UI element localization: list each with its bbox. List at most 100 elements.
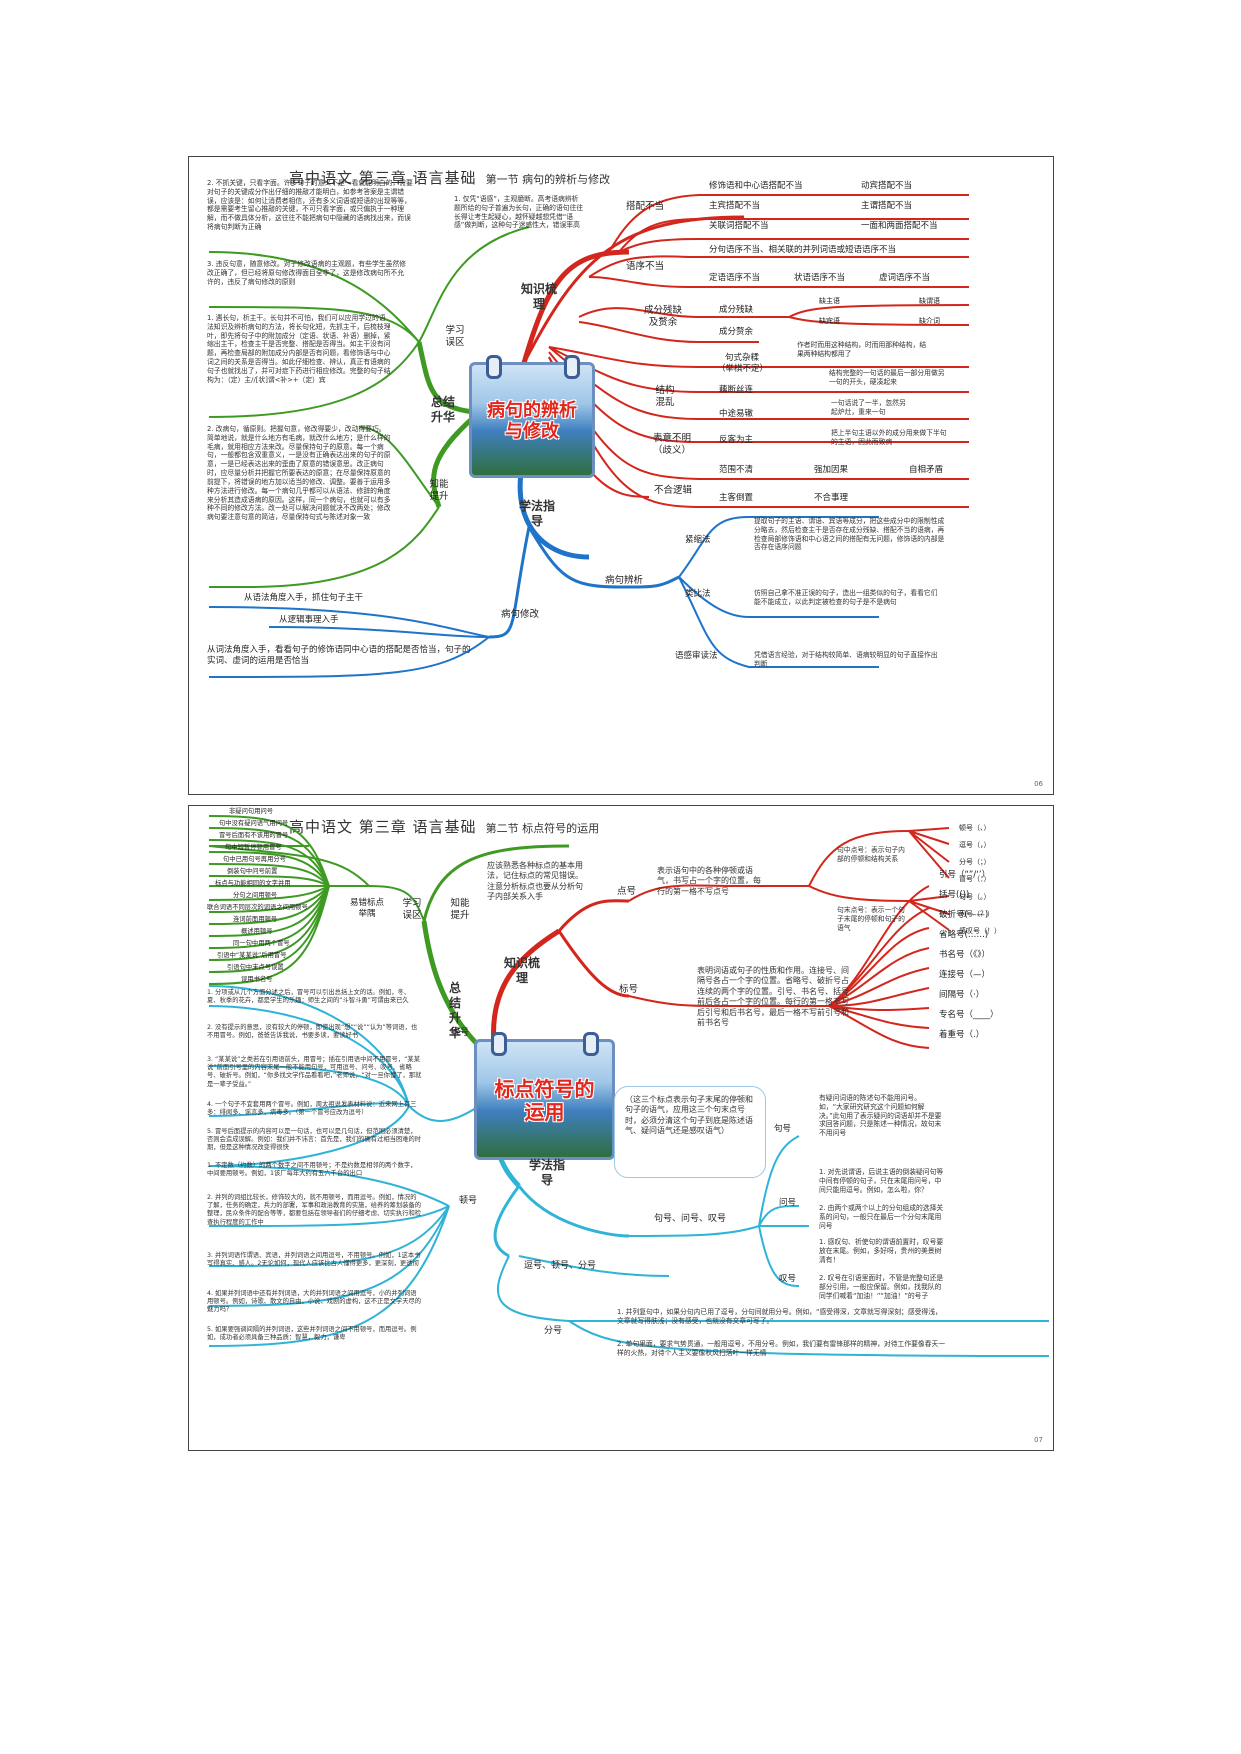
- sum-dunhao-note-5: 5. 如果要强调间隔的并列词语，这些并列词语之间不用顿号，而用逗号。例如，成功者…: [207, 1326, 417, 1342]
- method-tanhao-desc-1: 1. 感叹句、祈使句的谓语前置时，叹号要放在末尾。例如，多好呀，贵州的美景树清有…: [819, 1238, 944, 1264]
- method-fenhao: 分号: [544, 1326, 563, 1336]
- kw-dapei-item-1: 修饰语和中心语搭配不当: [709, 181, 803, 191]
- sum-maohao-note-3: 3. “某某说”之类若在引用语前头，用冒号；插在引用语中间不用冒号，“某某说”前…: [207, 1056, 422, 1088]
- sum-list-item-15: 误用书名号: [241, 976, 273, 983]
- center-title: 标点符号的运用: [494, 1077, 595, 1124]
- kw-buhe-item-2: 强加因果: [814, 465, 849, 475]
- kw-fanke-desc: 把上半句主语以外的成分用来做下半句的主语，因此而致病: [831, 429, 947, 446]
- kw-dapei-item-4: 主谓搭配不当: [861, 201, 913, 211]
- sum-maohao-note-4: 4. 一个句子不宜套用两个冒号。例如，周太祖说发表材料说：近来网上有三多：绯闻多…: [207, 1101, 417, 1117]
- kw-dapei-item-2: 动宾搭配不当: [861, 181, 913, 191]
- kw-biao-item-3: 破折号(——): [939, 910, 989, 920]
- kw-buhe-item-4: 主客倒置: [719, 493, 754, 503]
- sum-zhineng-tisheng: 知能提升: [450, 898, 470, 921]
- kw-zhongtu-desc: 一句话说了一半，忽然另起炉灶，重来一句: [831, 399, 906, 416]
- method-fenhao-desc-2: 2. 单句里面，要求气势贯通，一般用逗号，不用分号。例如，我们要有雷锋那样的精神…: [617, 1340, 946, 1357]
- kw-dianhao-desc: 表示语句中的各种停顿或语气，书写占一个字的位置，每行的第一格不写点号: [657, 866, 761, 896]
- center-title-card: 标点符号的运用: [474, 1032, 615, 1160]
- kw-yuxu: 语序不当: [626, 261, 665, 272]
- method-juwenji: 句号、问号、叹号: [654, 1214, 727, 1224]
- kw-jumo: 句末点号：表示一个句子末尾的停顿和句子的语气: [837, 906, 905, 932]
- method-fenhao-desc-1: 1. 并列复句中，如果分句内已用了逗号，分句间就用分号。例如，“感受得深，文章就…: [617, 1308, 942, 1325]
- kw-biao-item-9: 着重号（.）: [939, 1030, 985, 1040]
- center-title: 病句的辨析与修改: [487, 400, 577, 442]
- header-main: 高中语文 第三章 语言基础: [289, 818, 477, 836]
- sum-dunhao-note-1: 1. 不定数（约数）的两个数字之间不用顿号；不是约数是相邻的两个数字，中间要用顿…: [207, 1162, 417, 1178]
- sum-maohao: 冒号: [451, 1028, 470, 1038]
- kw-biao-item-8: 专名号（____）: [939, 1010, 999, 1020]
- method-yugan: 语感审读法: [675, 651, 718, 661]
- kw-dian-item-6: 问号（？）: [959, 910, 994, 918]
- method-box-text: （这三个标点表示句子末尾的停顿和句子的语气，应用这三个句末点号时，必须分清这个句…: [625, 1095, 753, 1136]
- sum-list-item-3: 冒号后面有不该用的冒号: [219, 832, 289, 839]
- kw-canque-item-1: 缺主语: [819, 297, 840, 305]
- method-tanhao-desc-2: 2. 叹号在引语里面时，不管是完整句还是部分引用，一般应保留。例如，找我队的同学…: [819, 1274, 944, 1300]
- kw-yuxu-item-1: 分句语序不当、相关联的并列词语或短语语序不当: [709, 245, 897, 255]
- sum-list-item-12: 同一句中用两个冒号: [233, 940, 290, 947]
- sum-list-item-13: 引语中“某某说”后用冒号: [217, 952, 287, 959]
- kw-dian-item-7: 感叹号（！）: [959, 927, 1001, 935]
- sum-yicuo: 易错标点举隅: [349, 898, 384, 919]
- node-method: 学法指导: [529, 1158, 566, 1187]
- method-yugan-desc: 凭借语言经验，对于结构较简单、语病较明显的句子直接作出判断: [754, 651, 938, 668]
- sum-xuexi-wuqu: 学习误区: [445, 325, 465, 348]
- sum-list-item-6: 倒装句中问号前置: [227, 868, 278, 875]
- sum-maohao-note-2: 2. 没有提示的意思，没有较大的停顿，即使出现“想”“说”“认为”等词语，也不用…: [207, 1024, 418, 1040]
- method-leibi-desc: 仿照自己拿不准正误的句子，造出一组类似的句子，看看它们能不能成立，以此判定被检查…: [754, 589, 938, 606]
- sum-list-item-11: 概述用顿号: [241, 928, 273, 935]
- method-xiugai: 病句修改: [501, 609, 540, 620]
- sum-xuexi-wuqu: 学习误区: [402, 898, 422, 921]
- kw-dian-item-5: 句号（。）: [959, 893, 991, 901]
- sum-note-5: 2. 改病句，循原则。把握句意，修改得要少，改动得要巧。简单地说，就是什么地方有…: [207, 425, 391, 522]
- kw-buhe-item-1: 范围不清: [719, 465, 754, 475]
- kw-dian-item-4: 冒号（：）: [959, 875, 991, 883]
- kw-biao-item-7: 间隔号（·）: [939, 990, 985, 1000]
- kw-dian-item-2: 逗号（，）: [959, 841, 991, 849]
- kw-biao-item-5: 书名号（《》）: [939, 950, 991, 960]
- sum-note-1: 1. 仅凭“语感”，主观臆断。高考语病辨析题所给的句子普遍为长句，正确的语句往往…: [454, 195, 584, 230]
- kw-buhe-item-5: 不合事理: [814, 493, 849, 503]
- kw-biao-item-6: 连接号（—）: [939, 970, 991, 980]
- mindmap-branches: [208, 815, 1050, 1357]
- sum-note-2: 2. 不抓关键，只看字面。许多句子的意义不是一看就能明白的，需要对句子的关键成分…: [207, 179, 413, 232]
- kw-buhe-item-3: 自相矛盾: [909, 465, 944, 475]
- sum-list-item-4: 句中短暂停顿用冒号: [225, 844, 282, 851]
- kw-zhongtu: 中途易辙: [719, 409, 754, 419]
- kw-yuxu-item-2: 定语语序不当: [709, 273, 761, 283]
- kw-buheluoji: 不合逻辑: [654, 485, 693, 496]
- kw-yuxu-item-3: 状语语序不当: [794, 273, 846, 283]
- kw-dianhao: 点号: [617, 886, 637, 897]
- page-header: 高中语文 第三章 语言基础 第二节 标点符号的运用: [289, 816, 599, 837]
- kw-jushi: 句式杂糅（举棋不定）: [717, 353, 769, 374]
- kw-zhuyu: 成分赘余: [719, 327, 754, 337]
- method-juhao: 句号: [774, 1124, 792, 1134]
- header-sub: 第一节 病句的辨析与修改: [485, 173, 611, 186]
- method-bianxi: 病句辨析: [605, 575, 644, 586]
- sum-dunhao: 顿号: [459, 1196, 478, 1206]
- kw-biao-item-1: 引号（“”/‘’）: [939, 870, 991, 880]
- method-wenhao-desc-1: 1. 对先说谓语，后说主语的倒装疑问句等中间有停顿的句子，只在末尾用问号，中间只…: [819, 1168, 944, 1194]
- method-wenhao-desc-2: 2. 由两个或两个以上的分句组成的选择关系的问句，一般只在最后一个分句末尾用问号: [819, 1204, 944, 1230]
- header-sub: 第二节 标点符号的运用: [485, 822, 600, 835]
- sum-dunhao-note-4: 4. 如果并列词语中还有并列词语，大的并列词语之间用逗号，小的并列词语用顿号。例…: [207, 1290, 422, 1314]
- method-suosuo: 紧缩法: [685, 535, 711, 545]
- sum-list-item-7: 标点与功能相同的文字并用: [215, 880, 291, 887]
- kw-canque-item-4: 缺介词: [919, 317, 940, 325]
- node-method: 学法指导: [519, 499, 556, 528]
- mindmap-page-grammar-errors: 高中语文 第三章 语言基础 第一节 病句的辨析与修改: [188, 156, 1054, 795]
- method-xiugai-item-3: 从词法角度入手，看看句子的修饰语同中心语的搭配是否恰当，句子的实词、虚词的运用是…: [207, 645, 471, 666]
- sum-list-item-1: 非疑问句用问号: [229, 808, 274, 815]
- sum-list-item-10: 连词前面用顿号: [233, 916, 278, 923]
- sum-note-4: 1. 遇长句，析主干。长句并不可怕，我们可以应用学过的语法知识及辨析病句的方法，…: [207, 314, 391, 384]
- method-wenhao: 问号: [779, 1198, 797, 1208]
- kw-biaoyi: 表意不明（歧义）: [652, 433, 691, 456]
- sum-zhineng-desc: 应该熟悉各种标点的基本用法，记住标点的常见错误。注意分析标点也要从分析句子内部关…: [487, 861, 583, 902]
- method-note-box: （这三个标点表示句子末尾的停顿和句子的语气，应用这三个句末点号时，必须分清这个句…: [614, 1086, 766, 1178]
- node-knowledge: 知识梳理: [520, 282, 557, 311]
- kw-biao-item-2: 括号(()): [939, 890, 970, 900]
- page-number: 07: [1034, 1436, 1043, 1444]
- kw-canque: 成分残缺: [719, 305, 754, 315]
- kw-dian-item-1: 顿号（、）: [959, 824, 991, 832]
- kw-biao-item-4: 省略号(……): [939, 930, 989, 940]
- kw-juzhong: 句中点号：表示句子内部的停顿和结构关系: [837, 846, 905, 863]
